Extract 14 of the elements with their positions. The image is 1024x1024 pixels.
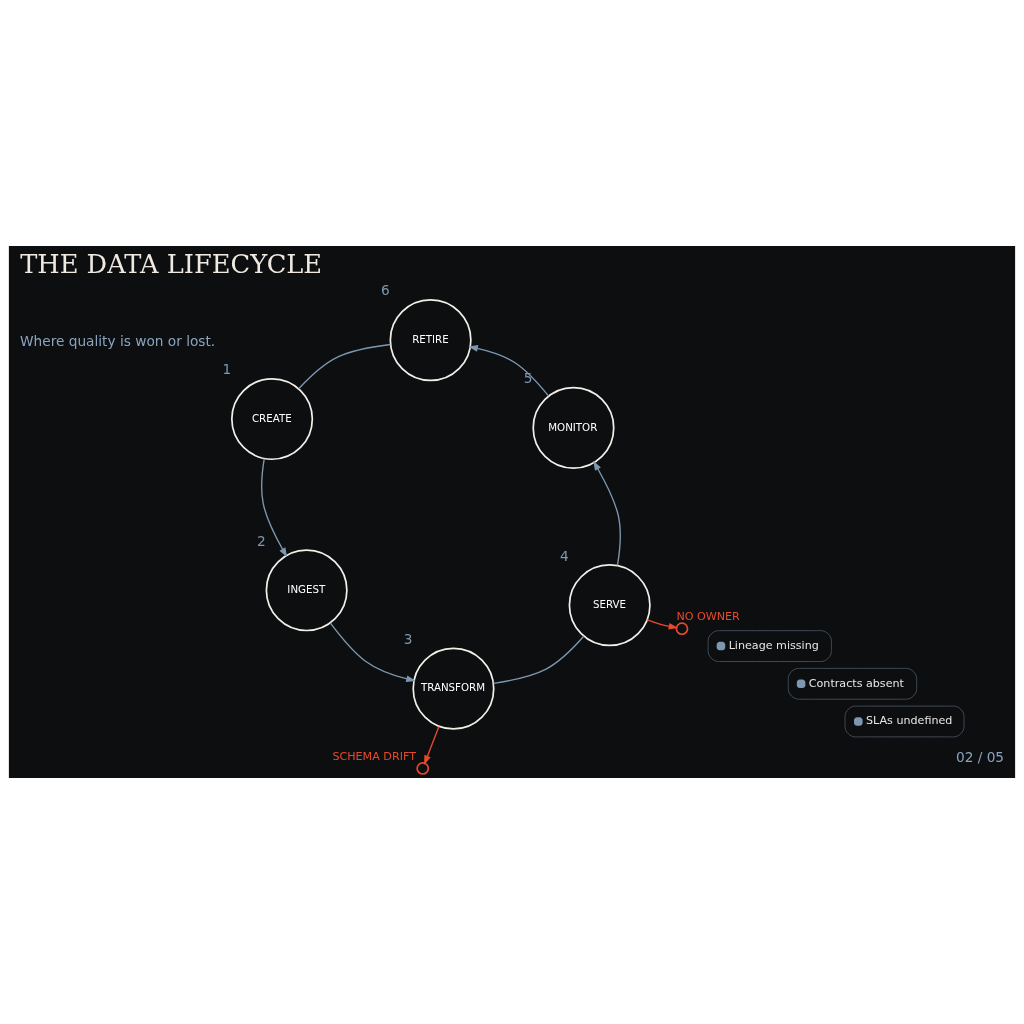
node-label: 3: [403, 630, 413, 647]
node-label: 1: [222, 361, 232, 378]
node-label: 2: [256, 532, 266, 549]
node-label: NO OWNER: [676, 610, 740, 624]
legend-label: Contracts absent: [808, 676, 904, 690]
node-label: SCHEMA DRIFT: [332, 749, 416, 763]
node-label: 4: [560, 547, 569, 564]
node-label: 6: [380, 282, 390, 299]
node-label: 5: [523, 370, 533, 387]
legend-label: Lineage missing: [728, 638, 819, 652]
label: 02 / 05: [955, 749, 1005, 766]
diagram-title: THE DATA LIFECYCLE: [20, 249, 323, 280]
label: Where quality is won or lost.: [20, 332, 216, 349]
legend-label: SLAs undefined: [865, 714, 953, 728]
